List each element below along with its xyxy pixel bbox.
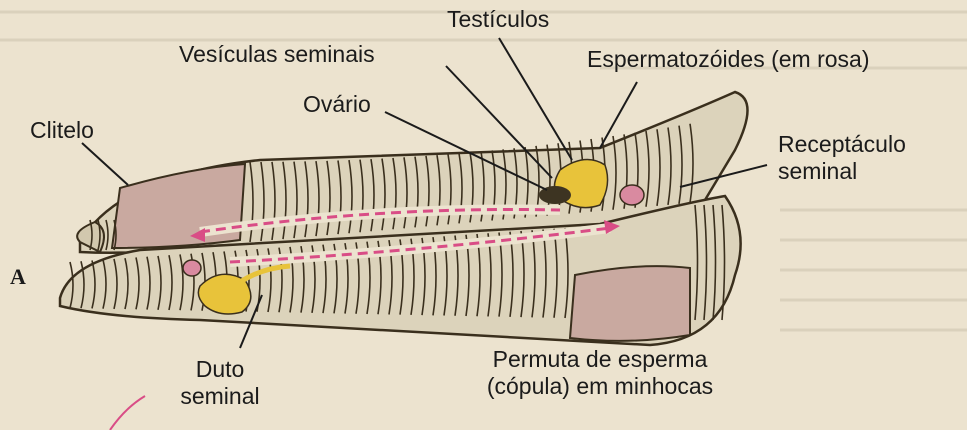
label-permuta-line1: Permuta de esperma — [450, 346, 750, 373]
label-receptaculo-line2: seminal — [778, 158, 906, 185]
pink-pen-mark — [110, 396, 145, 430]
label-receptaculo: Receptáculo seminal — [778, 131, 906, 185]
label-permuta-line2: (cópula) em minhocas — [450, 373, 750, 400]
leader-testiculos — [499, 38, 572, 160]
label-clitelo: Clitelo — [30, 117, 94, 144]
label-duto-line1: Duto — [176, 356, 264, 383]
label-permuta: Permuta de esperma (cópula) em minhocas — [450, 346, 750, 400]
label-duto-seminal: Duto seminal — [176, 356, 264, 410]
label-espermatozoides: Espermatozóides (em rosa) — [587, 46, 870, 73]
label-testiculos: Testículos — [447, 6, 549, 33]
upper-clitellum — [112, 164, 245, 248]
label-vesiculas-seminais: Vesículas seminais — [179, 41, 375, 68]
label-ovario: Ovário — [303, 91, 371, 118]
panel-letter: A — [10, 264, 26, 290]
label-duto-line2: seminal — [176, 383, 264, 410]
seminal-receptacle-lower — [183, 260, 201, 276]
lower-clitellum — [570, 266, 690, 341]
leader-clitelo — [82, 143, 128, 185]
label-receptaculo-line1: Receptáculo — [778, 131, 906, 158]
seminal-receptacle-upper — [620, 185, 644, 205]
